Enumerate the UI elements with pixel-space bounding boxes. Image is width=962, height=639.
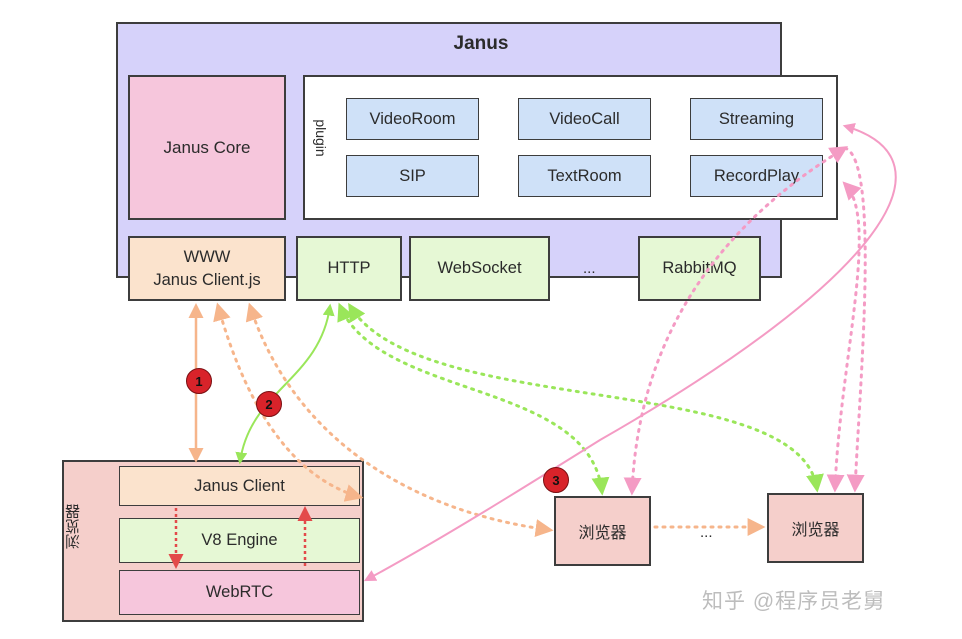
arrow-plugin-browser-3b [843, 146, 867, 493]
arrow-plugin-browser-2 [623, 146, 849, 496]
www-line2: Janus Client.js [153, 270, 261, 289]
transport-http: HTTP [296, 236, 402, 301]
watermark: 知乎 @程序员老舅 [702, 590, 886, 613]
janus-title: Janus [453, 33, 509, 54]
janus-core-box: Janus Core [128, 75, 286, 220]
arrow-plugin-browser-3 [826, 181, 862, 493]
www-box: WWW Janus Client.js [128, 236, 286, 301]
arrow-plugin-webrtc [363, 122, 897, 582]
arrow-www-browser-b [245, 302, 554, 538]
step-badge-3: 3 [543, 467, 569, 493]
step-badge-1: 1 [186, 368, 212, 394]
arrow-http-client [235, 303, 335, 465]
step-badge-2: 2 [256, 391, 282, 417]
webrtc-box: WebRTC [119, 570, 360, 615]
www-line1: WWW [183, 248, 231, 267]
arrow-www-browser-a [213, 302, 364, 502]
arrow-http-browser-3 [348, 302, 824, 493]
